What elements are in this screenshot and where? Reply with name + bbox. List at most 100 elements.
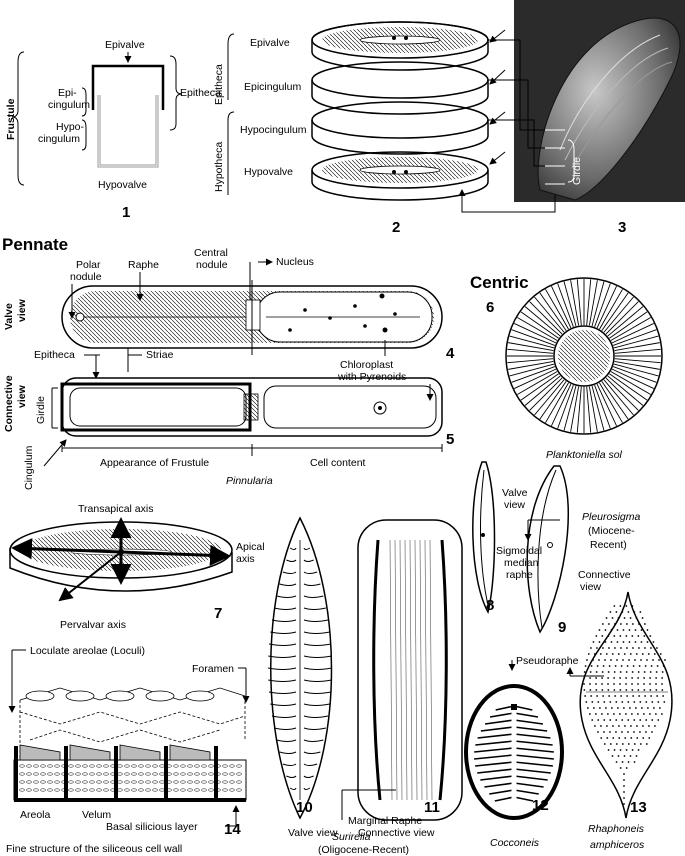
epicingulum-label-2: cingulum — [48, 99, 90, 111]
fig2-epivalve-label: Epivalve — [250, 37, 290, 49]
cocconeis-label: Cocconeis — [490, 837, 540, 849]
appearance-label: Appearance of Frustule — [100, 457, 209, 469]
connective-label-2: view — [580, 581, 601, 593]
areola-label: Areola — [20, 809, 51, 821]
epicingulum-label-1: Epi- — [58, 87, 77, 99]
apical-label-1: Apical — [236, 541, 265, 553]
connective-label-1: Connective — [578, 569, 631, 581]
surirella-connective-view — [357, 519, 463, 821]
epivalve-disc — [311, 21, 489, 71]
pinnularia-valve-view — [61, 280, 443, 355]
hypocingulum-label-2: cingulum — [38, 133, 80, 145]
figure-number-8: 8 — [486, 597, 494, 614]
figure-number-10: 10 — [296, 799, 313, 816]
valve-view-label-1: Valve — [3, 303, 15, 330]
fig2-epitheca-label: Epitheca — [213, 64, 225, 105]
centric-heading: Centric — [470, 273, 529, 292]
pseudoraphe-label: Pseudoraphe — [516, 655, 579, 667]
figure-number-1: 1 — [122, 204, 130, 221]
wall-caption: Fine structure of the siliceous cell wal… — [6, 843, 182, 855]
pennate-heading: Pennate — [2, 235, 68, 254]
cocconeis-section: Pseudoraphe 12 Cocconeis — [464, 655, 579, 849]
hypovalve-disc — [311, 151, 489, 201]
figure-number-2: 2 — [392, 219, 400, 236]
fig1-epitheca-label: Epitheca — [180, 87, 221, 99]
surirella-age-label: (Oligocene-Recent) — [318, 844, 409, 856]
pinnularia-label: Pinnularia — [226, 475, 273, 487]
valve-view-label-2: view — [16, 298, 28, 322]
fig2-epicingulum-label: Epicingulum — [244, 81, 301, 93]
planktoniella-disc — [505, 277, 663, 435]
marginal-raphe-label: Marginal Raphe — [348, 815, 422, 827]
sigmoidal-label-3: raphe — [506, 569, 533, 581]
rhaphoneis-label-1: Rhaphoneis — [588, 823, 645, 835]
epitheca-pennate-label: Epitheca — [34, 349, 75, 361]
figure-number-13: 13 — [630, 799, 647, 816]
pleurosigma-valve-label-1: Valve — [502, 487, 528, 499]
polar-nodule-label-1: Polar — [76, 259, 101, 271]
cell-content-label: Cell content — [310, 457, 366, 469]
transapical-label: Transapical axis — [78, 503, 153, 515]
epitheca-outline — [91, 64, 165, 110]
figure-3-sem-photo: Girdle 3 — [458, 0, 685, 236]
basal-layer-label: Basal silicious layer — [106, 821, 198, 833]
cingulum-label: Cingulum — [23, 445, 35, 490]
figure-number-11: 11 — [424, 799, 440, 816]
rhaphoneis-label-2: amphiceros — [590, 839, 645, 851]
foramen-label: Foramen — [192, 663, 234, 675]
figure-number-5: 5 — [446, 431, 454, 448]
frustule-brace — [11, 51, 25, 186]
apical-label-2: axis — [236, 553, 255, 565]
planktoniella-label: Planktoniella sol — [546, 449, 623, 461]
pleurosigma-label: Pleurosigma — [582, 511, 641, 523]
pinnularia-connective-view — [60, 377, 443, 437]
pleurosigma-valve-view — [472, 461, 496, 615]
figure-number-7: 7 — [214, 605, 222, 622]
polar-nodule-label-2: nodule — [70, 271, 102, 283]
pleurosigma-section: Valve view 8 Sigmoidal median raphe Pleu… — [472, 461, 641, 636]
velum-label: Velum — [82, 809, 111, 821]
pennate-section: Pennate Valve view Connective view Polar… — [2, 235, 455, 490]
surirella-valve-view-label: Valve view — [288, 827, 338, 839]
figure-number-12: 12 — [532, 797, 549, 814]
sigmoidal-label-1: Sigmoidal — [496, 545, 542, 557]
centric-section: Centric 6 Planktoniella sol — [470, 273, 663, 461]
central-nodule-label-2: nodule — [196, 259, 228, 271]
fig2-hypotheca-label: Hypotheca — [213, 142, 225, 192]
chloroplast-label-2: with Pyrenoids — [337, 371, 406, 383]
hypocingulum-ring — [311, 101, 489, 155]
pleurosigma-age-1: (Miocene- — [588, 525, 635, 537]
loculate-label: Loculate areolae (Loculi) — [30, 645, 145, 657]
pleurosigma-connective-view — [526, 465, 570, 634]
figure-number-3: 3 — [618, 219, 626, 236]
pleurosigma-valve-label-2: view — [504, 499, 525, 511]
surirella-connective-view-label: Connective view — [358, 827, 435, 839]
rhaphoneis-section: 13 Rhaphoneis amphiceros — [566, 591, 673, 851]
fig3-girdle-label: Girdle — [571, 157, 583, 185]
epivalve-label: Epivalve — [105, 39, 145, 51]
figure-number-14: 14 — [224, 821, 241, 838]
pleurosigma-age-2: Recent) — [590, 539, 627, 551]
hypocingulum-label-1: Hypo- — [56, 121, 85, 133]
pervalvar-label: Pervalvar axis — [60, 619, 126, 631]
striae-label: Striae — [146, 349, 174, 361]
fig2-hypovalve-label: Hypovalve — [244, 166, 293, 178]
girdle-pennate-label: Girdle — [35, 396, 47, 424]
figure-number-4: 4 — [446, 345, 455, 362]
connective-view-label-1: Connective — [3, 375, 15, 432]
sigmoidal-label-2: median — [504, 557, 539, 569]
wall-figure-14: Loculate areolae (Loculi) Foramen — [6, 645, 250, 855]
connective-view-label-2: view — [16, 384, 28, 408]
surirella-section: Valve view Marginal Raphe Connective vie… — [267, 516, 463, 856]
hypovalve-label: Hypovalve — [98, 179, 147, 191]
chloroplast-label-1: Chloroplast — [340, 359, 393, 371]
figure-2-exploded-frustule: Epivalve Epicingulum Hypocingulum Hypova… — [213, 21, 506, 236]
figure-number-9: 9 — [558, 619, 566, 636]
figure-1-frustule: Frustule Epivalve Epi- cingulum Hypo- ci… — [5, 39, 221, 221]
surirella-valve-view — [270, 516, 333, 820]
hypotheca-outline — [97, 95, 159, 168]
frustule-label: Frustule — [5, 98, 17, 140]
raphe-label: Raphe — [128, 259, 159, 271]
rhaphoneis-valve — [579, 591, 673, 819]
